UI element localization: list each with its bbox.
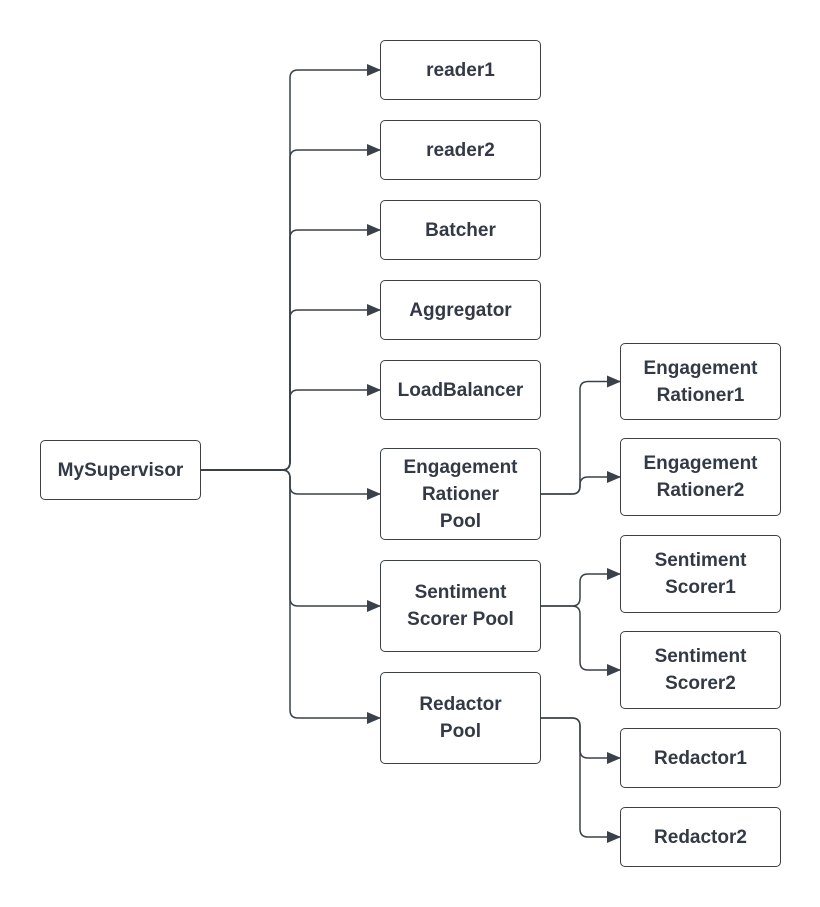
edge-sentiment_pool-to-sentiment2 [541,605,621,676]
sentiment-scorer1-node: Sentiment Scorer1 [620,535,781,613]
batcher-node: Batcher [380,200,541,260]
edge-root-to-loadbalancer [201,384,381,471]
edge-root-to-redactor_pool [201,469,381,724]
redactor2-node: Redactor2 [620,807,781,867]
sentiment-scorer2-node: Sentiment Scorer2 [620,631,781,709]
reader2-node: reader2 [380,120,541,180]
edge-redactor_pool-to-redactor2 [541,717,621,843]
loadbalancer-node: LoadBalancer [380,360,541,420]
engagement-rationer2-node: Engagement Rationer2 [620,438,781,516]
engagement-rationer1-node: Engagement Rationer1 [620,343,781,420]
edge-sentiment_pool-to-sentiment1 [541,568,621,607]
edge-engagement_pool-to-engagement2 [541,471,621,495]
reader1-node: reader1 [380,40,541,100]
mysupervisor-node: MySupervisor [40,440,201,500]
sentiment-scorer-pool-node: Sentiment Scorer Pool [380,560,541,652]
redactor1-node: Redactor1 [620,728,781,788]
redactor-pool-node: Redactor Pool [380,672,541,764]
aggregator-node: Aggregator [380,280,541,340]
engagement-rationer-pool-node: Engagement Rationer Pool [380,448,541,540]
